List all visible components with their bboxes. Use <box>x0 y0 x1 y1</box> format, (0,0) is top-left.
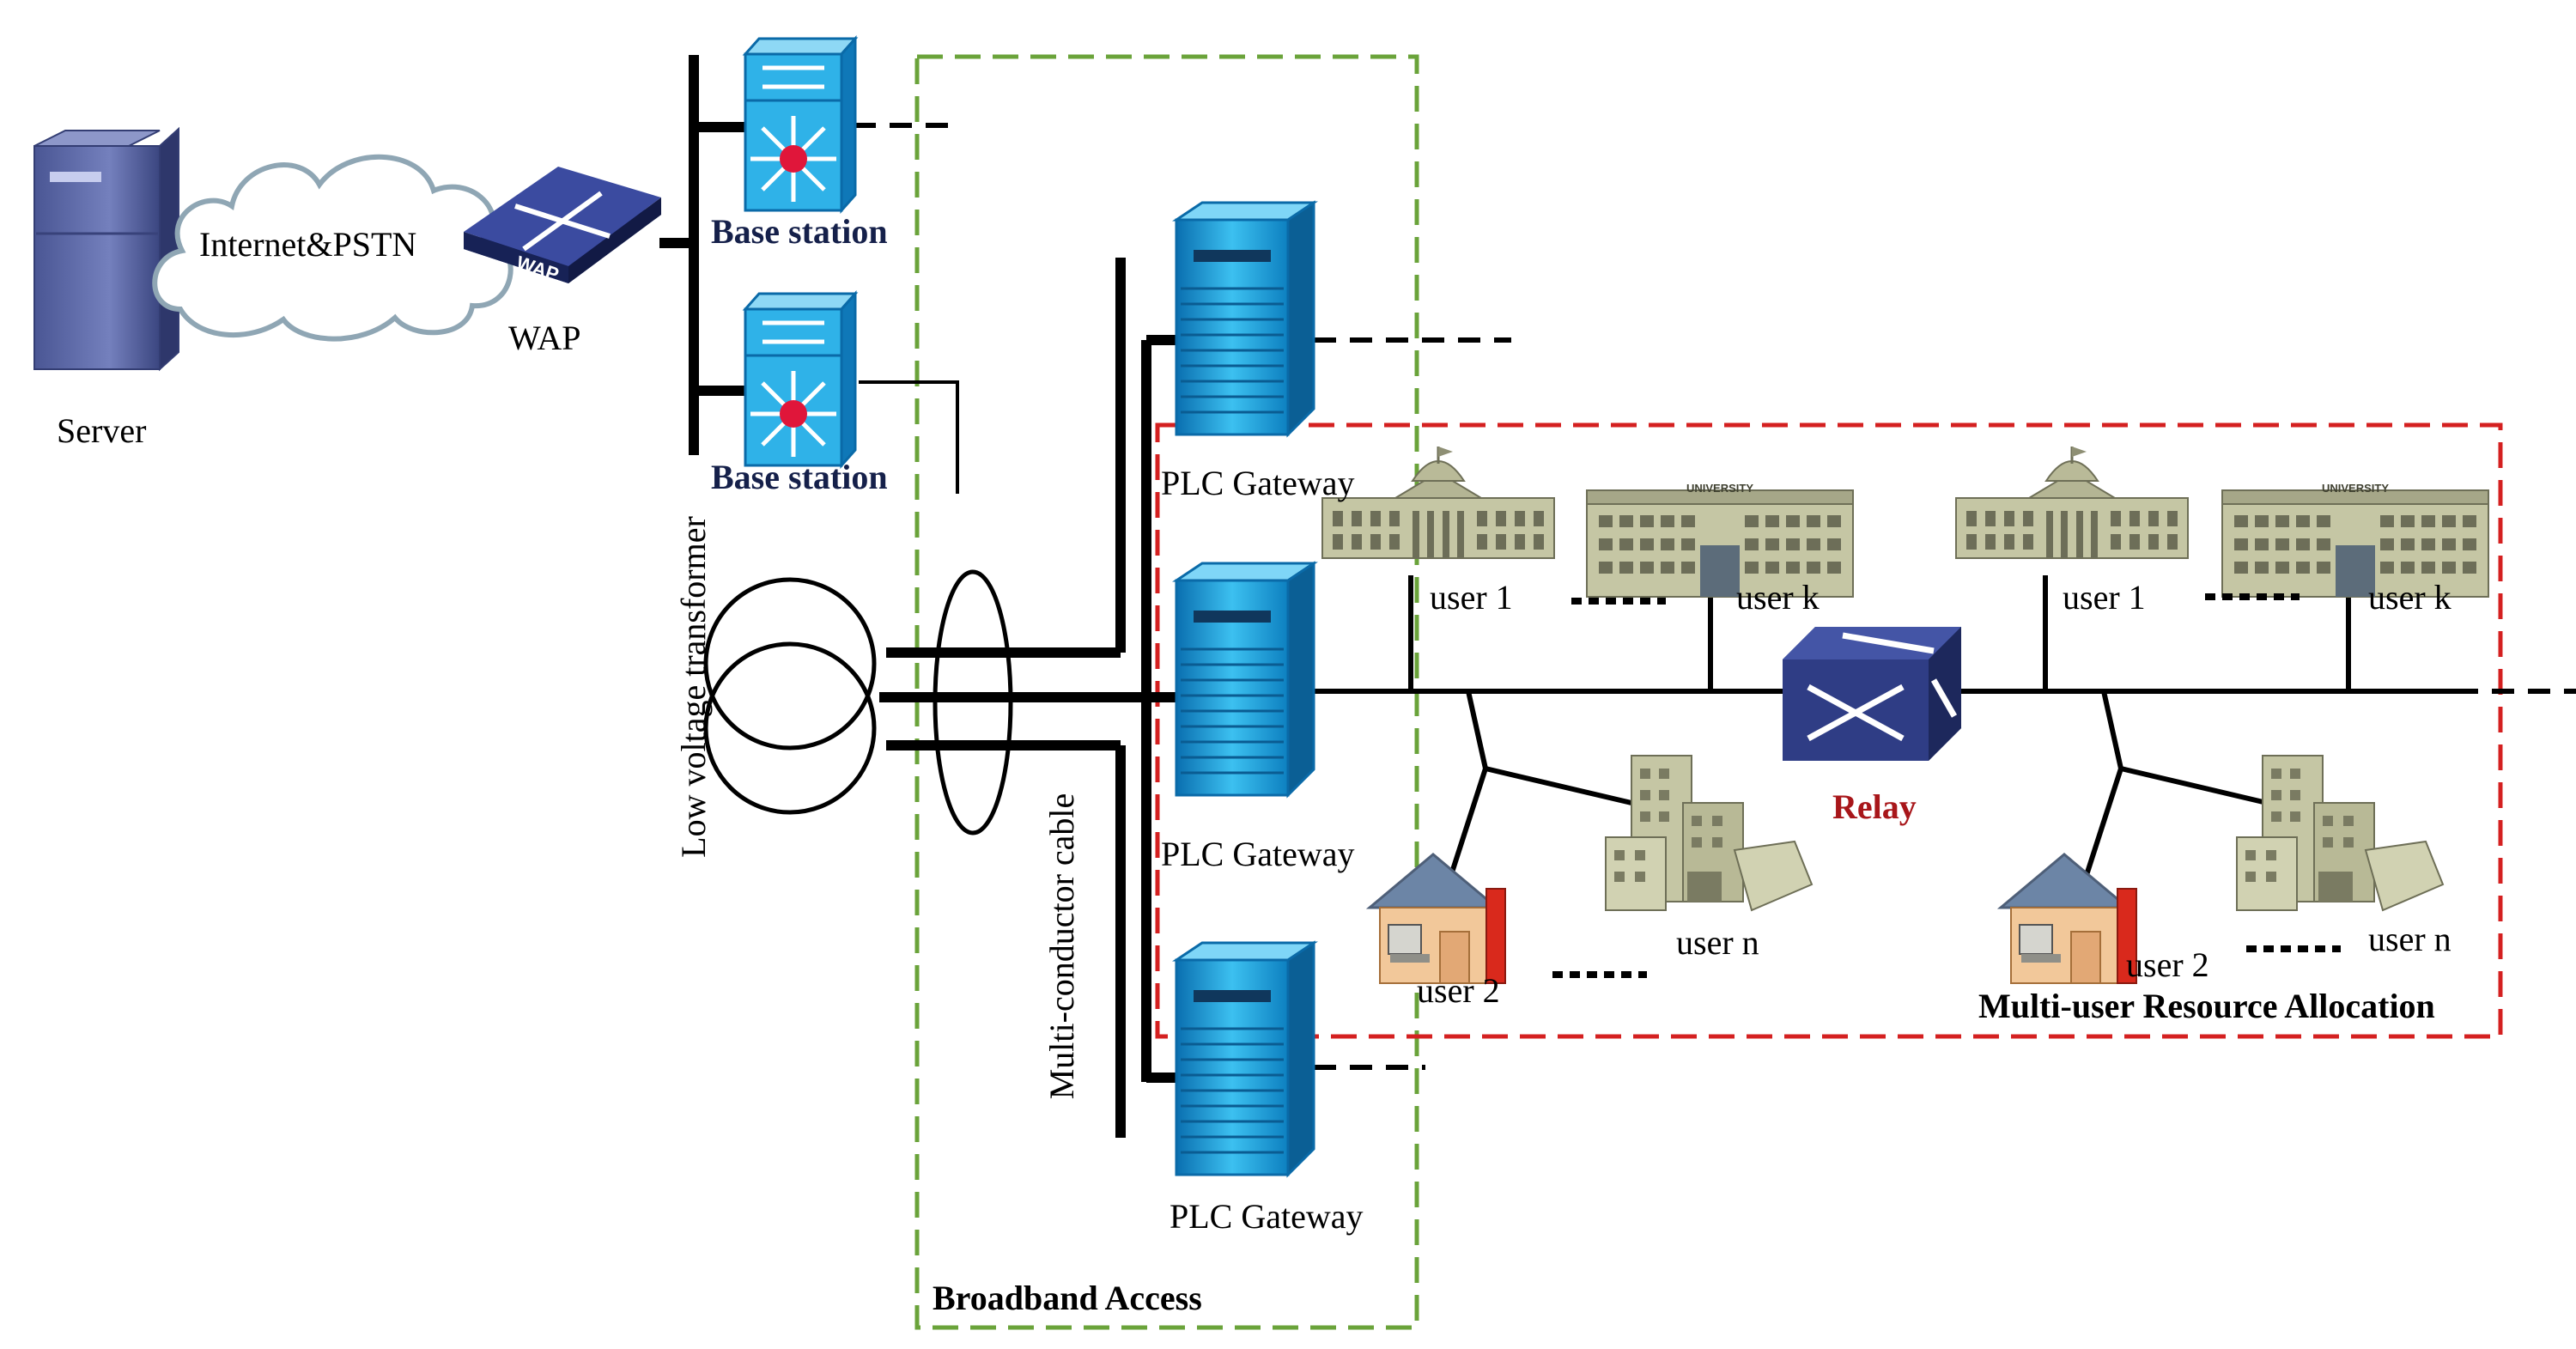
server-label: Server <box>57 411 147 450</box>
user-k-label-right: user k <box>2368 578 2451 617</box>
plc-gateway-label-3: PLC Gateway <box>1170 1197 1364 1236</box>
plc-gateway-icon-3 <box>1175 941 1315 1176</box>
dashed-extensions <box>854 123 2576 1070</box>
user-2-label-right: user 2 <box>2126 945 2209 984</box>
house-icon-right <box>1999 853 2138 985</box>
university-sign-left: UNIVERSITY <box>1686 482 1753 495</box>
multi-user-resource-allocation-label: Multi-user Resource Allocation <box>1978 987 2435 1025</box>
internet-pstn-label: Internet&PSTN <box>199 225 417 264</box>
cable-bundle-icon <box>933 569 1013 836</box>
backbone-lines <box>659 55 1211 1138</box>
user-n-label-left: user n <box>1676 923 1759 962</box>
wap-device-icon: WAP <box>464 167 661 285</box>
plc-gateway-icon-1 <box>1175 201 1315 436</box>
base-station-icon-1 <box>745 39 855 210</box>
wap-label: WAP <box>508 319 581 357</box>
plc-gateway-icon-2 <box>1175 562 1315 797</box>
user-k-label-left: user k <box>1736 578 1820 617</box>
apartment-building-icon-right <box>2236 755 2444 911</box>
bus-lines <box>859 380 2456 902</box>
ellipsis-dots <box>1552 593 2341 978</box>
user-1-label-right: user 1 <box>2063 578 2146 617</box>
base-station-label-1: Base station <box>711 212 888 251</box>
user-n-label-right: user n <box>2368 920 2451 958</box>
multi-conductor-cable-label: Multi-conductor cable <box>1042 793 1081 1100</box>
university-sign-right: UNIVERSITY <box>2322 482 2389 495</box>
relay-label: Relay <box>1832 787 1917 826</box>
capitol-building-icon-right <box>1954 445 2190 560</box>
transformer-icon <box>703 577 877 815</box>
resource-allocation-box <box>1155 422 2503 1039</box>
base-station-label-2: Base station <box>711 458 888 496</box>
user-2-label-left: user 2 <box>1417 971 1500 1010</box>
house-icon-left <box>1368 853 1507 985</box>
apartment-building-icon-left <box>1605 755 1813 911</box>
user-1-label-left: user 1 <box>1430 578 1513 617</box>
transformer-label: Low voltage transformer <box>674 516 713 858</box>
relay-device-icon <box>1783 627 1961 761</box>
broadband-access-label: Broadband Access <box>933 1279 1202 1317</box>
capitol-building-icon-left <box>1321 445 1556 560</box>
base-station-icon-2 <box>745 294 855 465</box>
plc-gateway-label-1: PLC Gateway <box>1161 464 1355 502</box>
server-icon <box>33 126 179 372</box>
plc-gateway-label-2: PLC Gateway <box>1161 835 1355 873</box>
cloud-icon <box>152 154 513 342</box>
